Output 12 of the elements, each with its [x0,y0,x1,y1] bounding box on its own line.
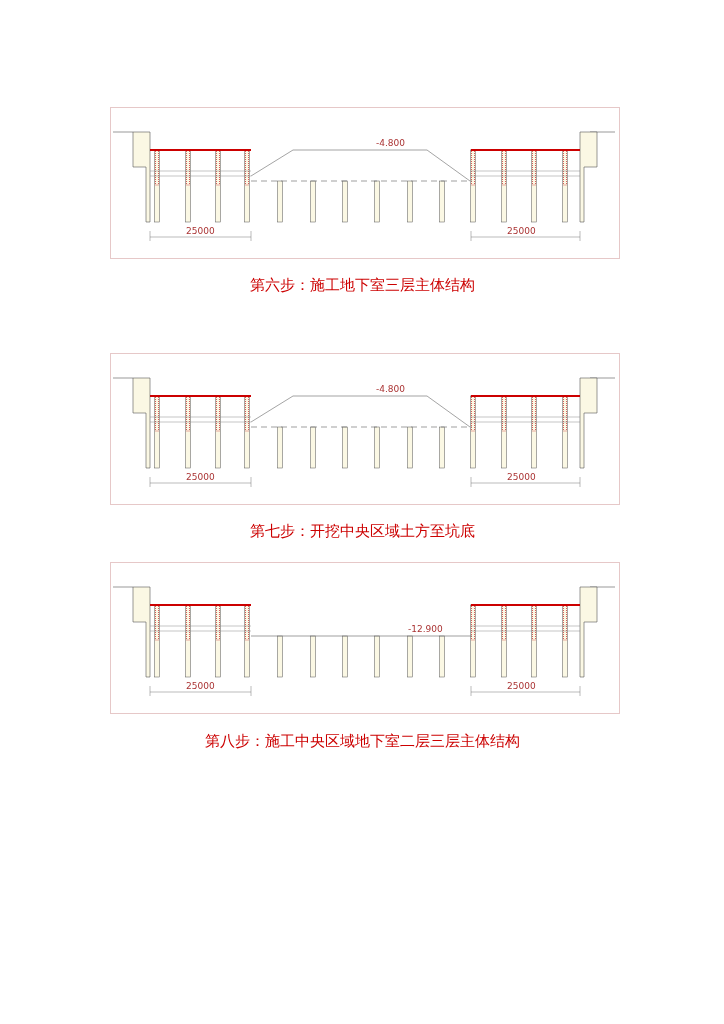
elevation-label: -4.800 [376,138,405,148]
dimension-label: 25000 [507,681,536,691]
elevation-label: -12.900 [408,624,443,634]
dimension-label: 25000 [186,472,215,482]
dimension-label: 25000 [186,681,215,691]
dimension-label: 25000 [507,472,536,482]
step-caption: 第六步：施工地下室三层主体结构 [248,276,476,294]
dimension-label: 25000 [186,226,215,236]
elevation-label: -4.800 [376,384,405,394]
step-caption: 第八步：施工中央区域地下室二层三层主体结构 [203,732,521,750]
dimension-label: 25000 [507,226,536,236]
step-caption: 第七步：开挖中央区域土方至坑底 [248,522,476,540]
